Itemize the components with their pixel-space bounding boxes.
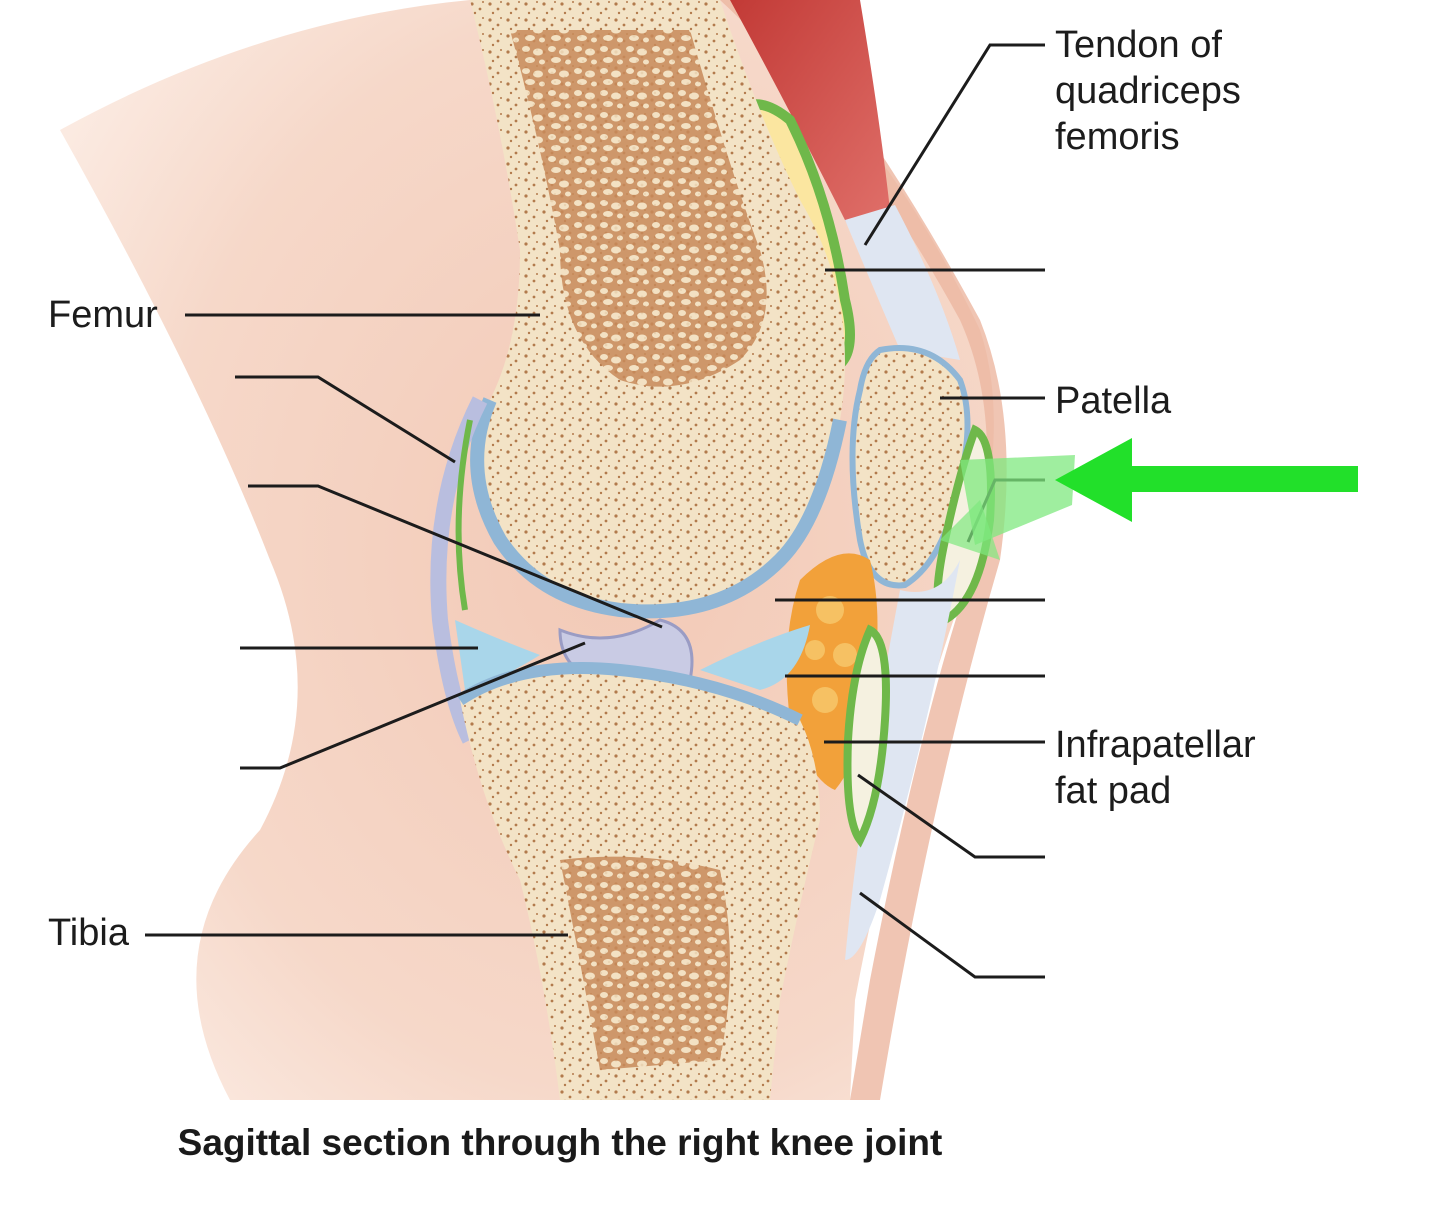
blank-line-8 bbox=[240, 641, 586, 770]
tibial-cartilage bbox=[456, 662, 803, 726]
joint-capsule bbox=[430, 396, 488, 744]
label-infrapatellar-fat-pad: Infrapatellar fat pad bbox=[1055, 722, 1256, 814]
label-tendon-of-quadriceps-femoris: Tendon of quadriceps femoris bbox=[1055, 22, 1241, 160]
label-tibia: Tibia bbox=[48, 912, 129, 954]
label-tendon-line-2: quadriceps bbox=[1055, 70, 1241, 112]
label-tendon-line-1: Tendon of bbox=[1055, 24, 1222, 66]
blank-line-4 bbox=[248, 484, 663, 629]
diagram-caption: Sagittal section through the right knee … bbox=[177, 1122, 943, 1163]
label-patella: Patella bbox=[1055, 380, 1172, 422]
highlight-arrow bbox=[940, 438, 1358, 560]
patellar-ligament bbox=[845, 560, 960, 960]
quadriceps-muscle bbox=[730, 0, 890, 230]
blank-line-2 bbox=[235, 375, 456, 464]
blank-line-10 bbox=[859, 891, 1045, 979]
label-fat-pad-line-2: fat pad bbox=[1055, 770, 1172, 812]
leader-line-tendon bbox=[863, 43, 1045, 246]
patella bbox=[849, 345, 971, 589]
label-tendon-line-3: femoris bbox=[1055, 116, 1180, 158]
label-femur: Femur bbox=[48, 294, 158, 336]
anterior-meniscus bbox=[700, 625, 810, 690]
posterior-meniscus bbox=[455, 620, 540, 690]
blank-line-9 bbox=[857, 773, 1045, 859]
label-fat-pad-line-1: Infrapatellar bbox=[1055, 724, 1256, 766]
leader-lines bbox=[145, 43, 1045, 979]
quadriceps-tendon bbox=[845, 205, 960, 360]
